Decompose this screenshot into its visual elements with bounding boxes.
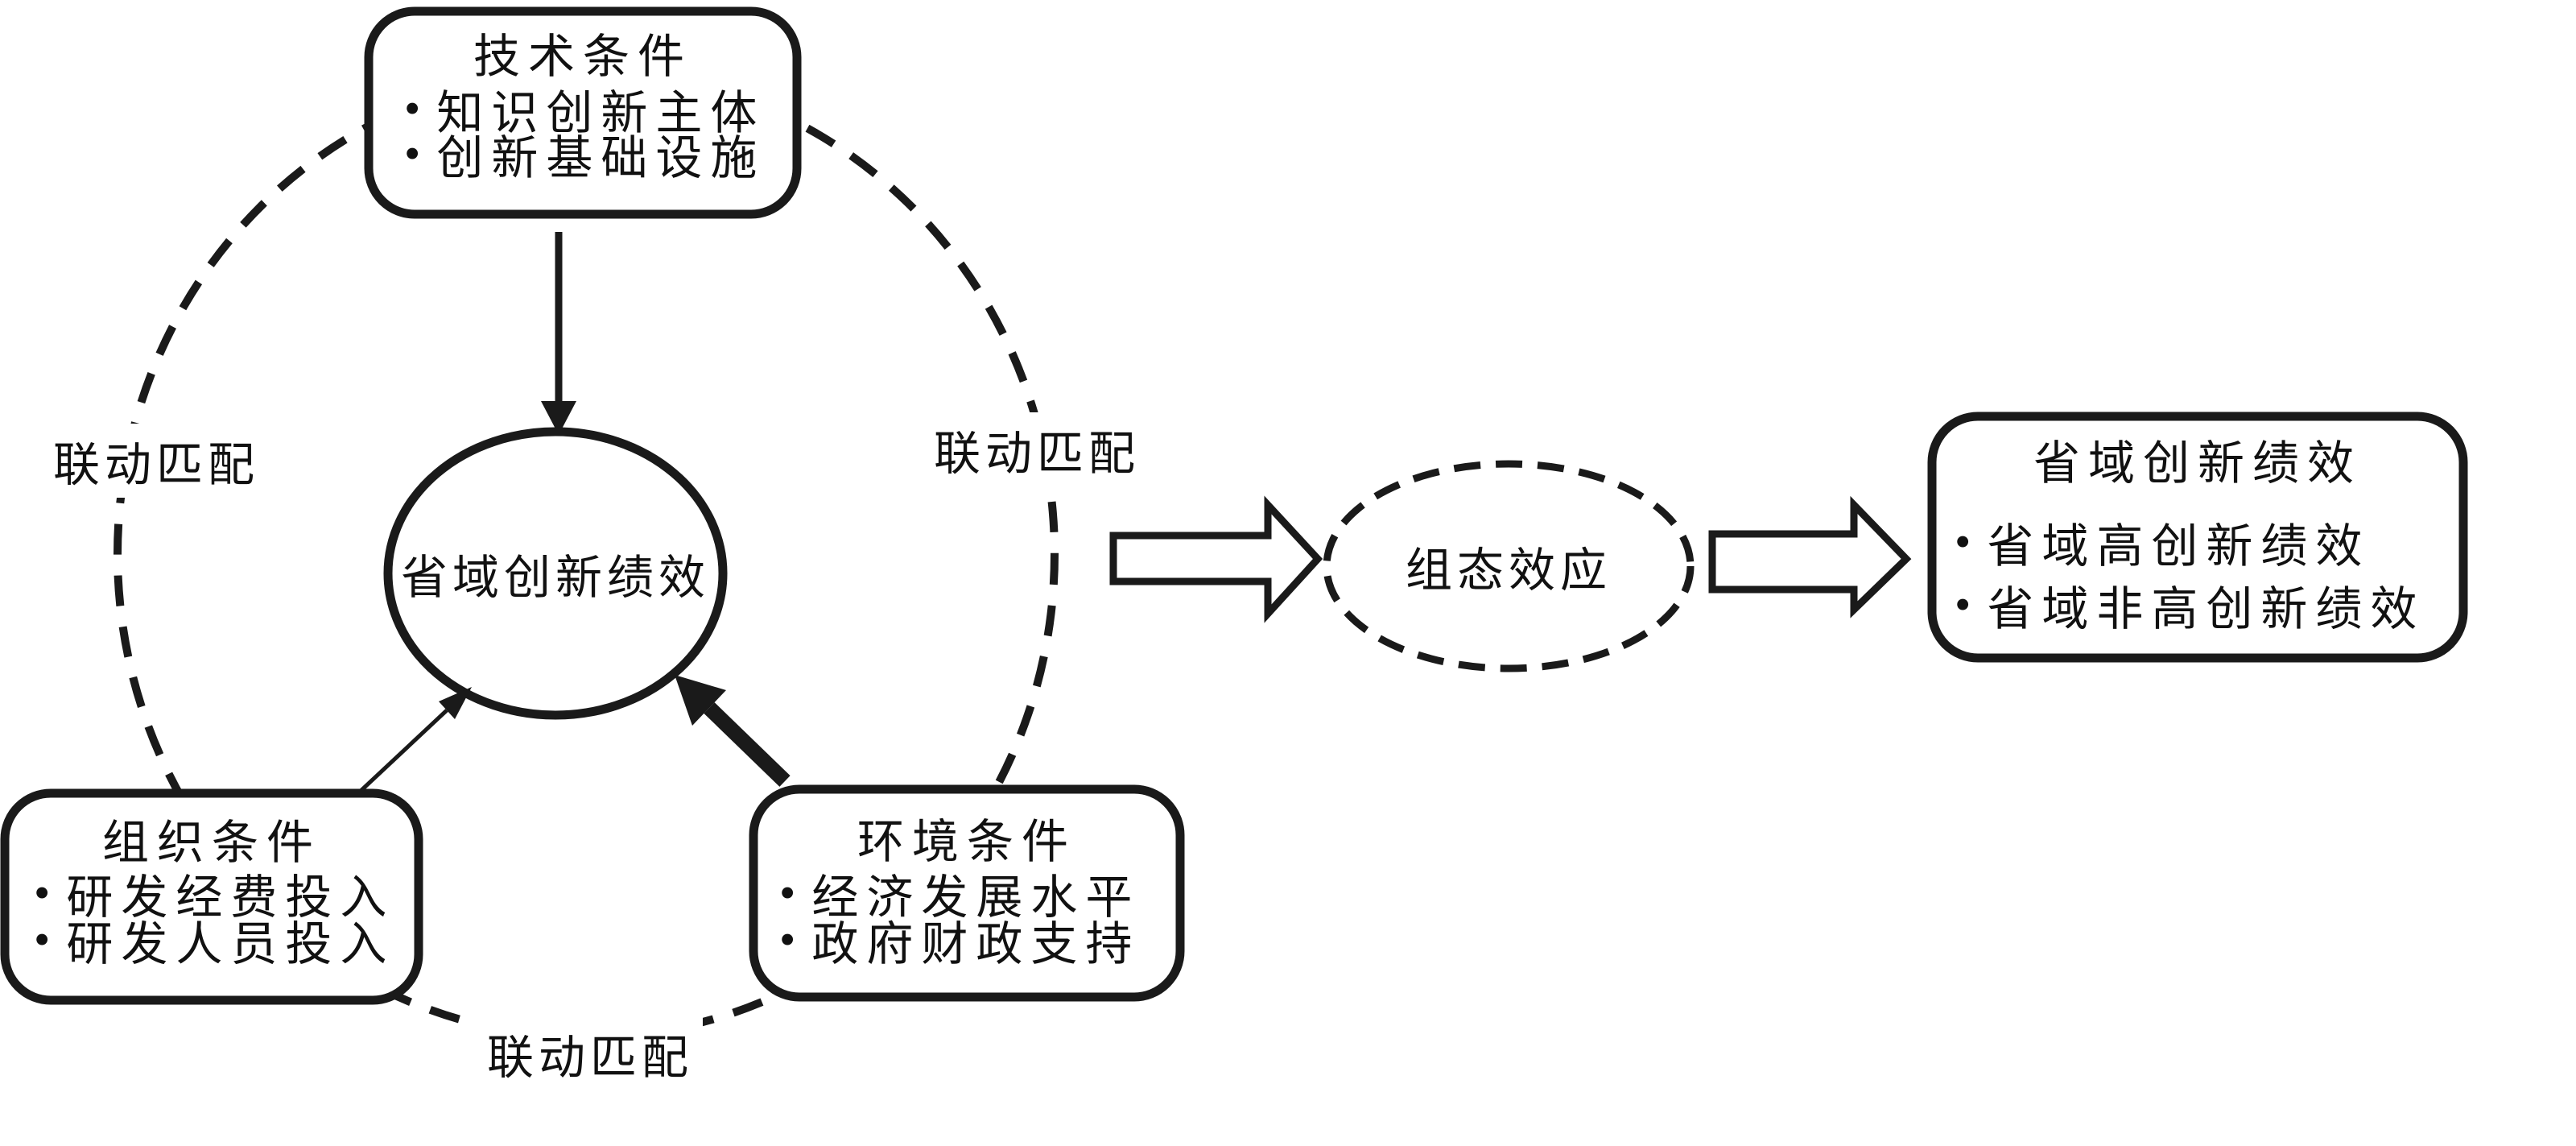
- block-arrow-2: [1708, 495, 1912, 619]
- environmental-box: [749, 784, 1185, 1002]
- outcome-bullet-2: • 省域非高创新绩效: [1955, 578, 2425, 635]
- technical-arrowhead: [541, 401, 576, 435]
- outcome-bullet-2-text: 省域非高创新绩效: [1987, 583, 2425, 635]
- configuration-ellipse-label: 组态效应: [1405, 544, 1612, 597]
- technical-box: [364, 6, 802, 219]
- outcome-box: [1927, 412, 2468, 663]
- bullet-icon: •: [1955, 578, 1971, 631]
- outcome-box-title: 省域创新绩效: [2033, 437, 2362, 490]
- bullet-icon: •: [1955, 515, 1971, 568]
- environmental-bullet-2-text: 政府财政支持: [811, 918, 1141, 970]
- bullet-icon: •: [34, 867, 51, 919]
- environmental-bullet-1: • 经济发展水平: [779, 867, 1140, 924]
- technical-bullet-2: • 创新基础设施: [404, 127, 765, 184]
- organizational-bullet-1-text: 研发经费投入: [66, 871, 395, 924]
- bullet-icon: •: [34, 913, 51, 966]
- linkage-label-left: 联动匹配: [43, 424, 270, 498]
- bullet-icon: •: [404, 127, 421, 180]
- linkage-label-bottom: 联动匹配: [477, 1016, 704, 1090]
- organizational-bullet-2: • 研发人员投入: [34, 913, 394, 970]
- block-arrow-1: [1109, 495, 1323, 623]
- bullet-icon: •: [779, 913, 796, 966]
- technical-bullet-2-text: 创新基础设施: [436, 132, 766, 184]
- technical-bullet-1: • 知识创新主体: [404, 82, 765, 139]
- bullet-icon: •: [404, 82, 421, 134]
- organizational-bullet-1: • 研发经费投入: [34, 867, 394, 924]
- technical-bullet-1-text: 知识创新主体: [436, 87, 766, 139]
- technical-box-title: 技术条件: [473, 31, 692, 83]
- bullet-icon: •: [779, 867, 796, 919]
- organizational-box-title: 组织条件: [101, 817, 321, 869]
- environmental-bullet-2: • 政府财政支持: [779, 913, 1140, 970]
- environmental-box-title: 环境条件: [857, 816, 1076, 868]
- outcome-bullet-1-text: 省域高创新绩效: [1987, 520, 2371, 573]
- organizational-box: [0, 788, 423, 1005]
- organizational-arrow-shaft: [358, 709, 448, 793]
- environmental-bullet-1-text: 经济发展水平: [811, 871, 1141, 924]
- configuration-dashed-ellipse: [1323, 460, 1695, 672]
- outcome-bullet-1: • 省域高创新绩效: [1955, 515, 2370, 573]
- central-ellipse: [383, 427, 728, 720]
- environmental-arrowhead: [675, 675, 726, 726]
- central-ellipse-label: 省域创新绩效: [400, 552, 711, 604]
- organizational-arrowhead: [439, 687, 472, 719]
- linkage-label-right: 联动匹配: [923, 412, 1150, 486]
- environmental-arrow-shaft: [704, 702, 791, 787]
- organizational-bullet-2-text: 研发人员投入: [66, 918, 395, 970]
